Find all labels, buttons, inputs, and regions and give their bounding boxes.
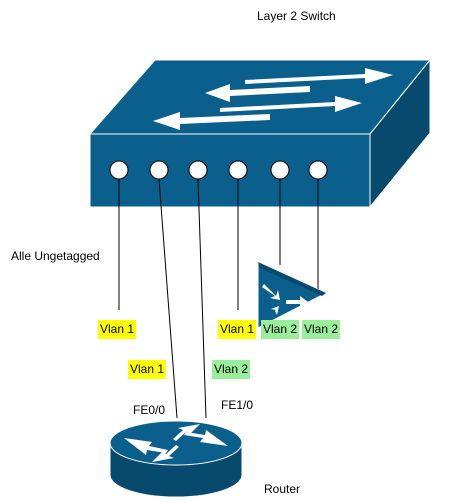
switch-port-1[interactable] [109,160,129,180]
vlan-tag: Vlan 1 [98,320,137,339]
interface-fe10-label: FE1/0 [221,398,254,412]
switch-port-2[interactable] [149,160,169,180]
switch-icon[interactable] [88,58,432,209]
vlan-tag: Vlan 1 [218,320,257,339]
router-icon[interactable] [109,420,243,498]
switch-port-4[interactable] [228,160,248,180]
interface-fe00-label: FE0/0 [133,403,166,417]
link-port3-router [197,178,207,419]
vlan-tag: Vlan 2 [212,360,251,379]
router-label: Router [264,482,301,496]
vlan-tag: Vlan 2 [302,320,341,339]
untagged-note: Alle Ungetagged [11,249,100,263]
access-point-icon[interactable] [257,261,328,329]
switch-port-5[interactable] [270,160,290,180]
switch-arrows-icon [153,68,393,130]
switch-port-6[interactable] [308,160,328,180]
link-port2-router [158,178,178,419]
vlan-tag: Vlan 1 [128,360,167,379]
vlan-tag: Vlan 2 [261,320,300,339]
switch-label: Layer 2 Switch [257,9,336,23]
switch-port-3[interactable] [188,160,208,180]
